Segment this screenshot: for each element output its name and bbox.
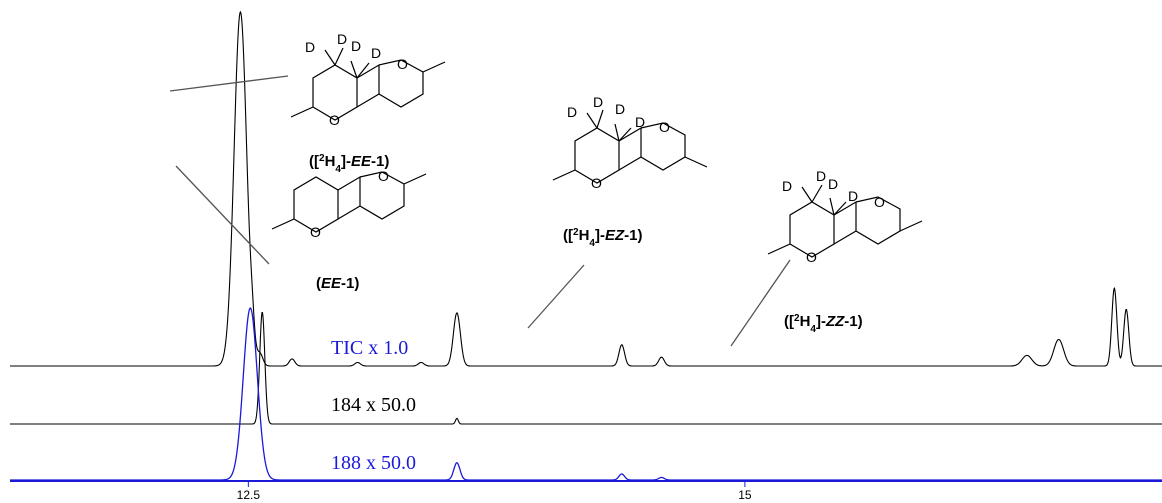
callout-lines (169, 75, 791, 347)
atom-d: D (337, 31, 347, 47)
x-axis: 12.5 15 (10, 480, 1162, 502)
callout-ee-d4 (169, 75, 289, 92)
atom-o: O (659, 119, 670, 135)
structure-label-ee: (EE-1) (316, 275, 359, 292)
atom-o: O (329, 112, 340, 128)
structure-label-ee-d4: ([2H4]-EE-1) (309, 153, 389, 175)
atom-d: D (782, 178, 792, 194)
callout-ee (175, 165, 270, 265)
atom-o: O (378, 168, 389, 184)
atom-d: D (848, 188, 858, 204)
atom-d: D (567, 104, 577, 120)
trace-label-184: 184 x 50.0 (331, 394, 416, 416)
series-line-2 (10, 307, 1162, 481)
callout-ez-d4 (527, 264, 585, 329)
series-line-0 (10, 10, 1162, 367)
structure-ee-d4: O O D D D D ([2H4]-EE-1) (290, 31, 446, 175)
structure-label-zz-d4: ([2H4]-ZZ-1) (784, 313, 863, 335)
x-tick-label-1: 15 (738, 488, 752, 502)
trace-label-tic: TIC x 1.0 (331, 337, 408, 359)
atom-o: O (874, 194, 885, 210)
x-axis-ticks: 12.5 15 (237, 481, 752, 502)
structure-label-ez-d4: ([2H4]-EZ-1) (563, 227, 642, 249)
atom-o: O (310, 224, 321, 240)
structure-ez-d4: O O D D D D ([2H4]-EZ-1) (552, 94, 708, 249)
atom-o: O (591, 175, 602, 191)
structure-ee: O O (EE-1) (271, 168, 427, 292)
trace-label-188: 188 x 50.0 (331, 452, 416, 474)
atom-d: D (816, 168, 826, 184)
x-tick-label-0: 12.5 (237, 488, 261, 502)
atom-d: D (828, 176, 838, 192)
atom-d: D (305, 39, 315, 55)
molecule-drawing (290, 47, 446, 121)
trace-labels: TIC x 1.0 184 x 50.0 188 x 50.0 (331, 337, 416, 474)
chromatogram-traces (10, 10, 1162, 481)
atom-d: D (593, 94, 603, 110)
molecule-drawing (767, 184, 923, 258)
atom-d: D (615, 101, 625, 117)
atom-d: D (371, 45, 381, 61)
atom-d: D (635, 114, 645, 130)
callout-zz-d4 (730, 259, 791, 347)
molecule-drawing (271, 171, 427, 233)
structure-zz-d4: O O D D D D ([2H4]-ZZ-1) (767, 168, 923, 335)
atom-o: O (397, 56, 408, 72)
molecule-drawing (552, 109, 708, 184)
atom-o: O (806, 249, 817, 265)
series-line-1 (10, 311, 1162, 425)
atom-d: D (351, 38, 361, 54)
